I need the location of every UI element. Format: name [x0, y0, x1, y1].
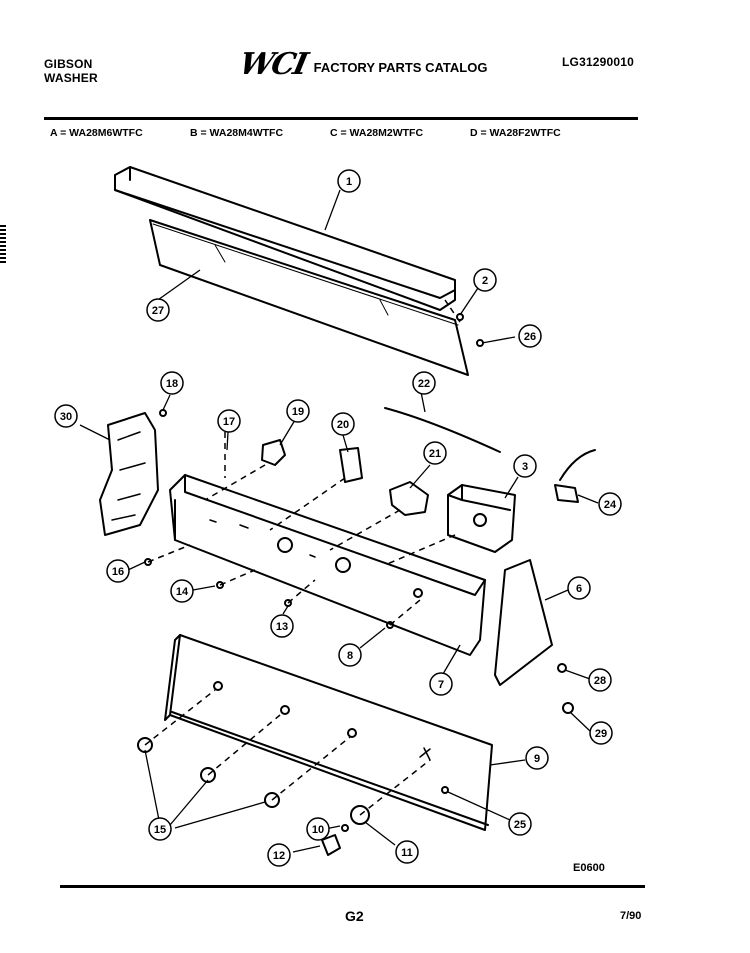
- callout-27: 27: [146, 298, 170, 322]
- callout-25-lower: 25: [508, 812, 532, 836]
- callout-16-label: 16: [112, 566, 124, 578]
- callout-6: 6: [567, 576, 591, 600]
- part-12-knob: [321, 834, 341, 856]
- callout-6-label: 6: [576, 583, 582, 595]
- part-9-front-panel: [164, 634, 493, 831]
- callout-14: 14: [170, 579, 194, 603]
- part-30-bracket: [99, 412, 159, 536]
- revision-date: 7/90: [620, 910, 642, 922]
- callout-11-label: 11: [401, 847, 413, 859]
- callout-8: 8: [338, 643, 362, 667]
- callout-9: 9: [525, 746, 549, 770]
- callout-1-label: 1: [346, 176, 352, 188]
- callout-30-label: 30: [60, 411, 72, 423]
- brand-name: GIBSON: [44, 57, 93, 71]
- callout-22: 22: [412, 371, 436, 395]
- callout-26: 26: [518, 324, 542, 348]
- part-20: [339, 447, 363, 483]
- callout-7-label: 7: [438, 679, 444, 691]
- callout-13-label: 13: [276, 621, 288, 633]
- callout-15: 15: [148, 817, 172, 841]
- part-14-screw: [216, 581, 224, 589]
- callout-3-label: 3: [522, 461, 528, 473]
- callout-21-label: 21: [429, 448, 441, 460]
- part-10-washer: [341, 824, 349, 832]
- footer-rule: [60, 885, 645, 888]
- part-24: [554, 449, 596, 503]
- part-11-knob: [350, 805, 370, 825]
- part-18-screw: [159, 409, 167, 417]
- callout-8-label: 8: [347, 650, 353, 662]
- callout-24: 24: [598, 492, 622, 516]
- callout-20-label: 20: [337, 419, 349, 431]
- callout-10-label: 10: [312, 824, 324, 836]
- callout-29-label: 29: [595, 728, 607, 740]
- callout-7: 7: [429, 672, 453, 696]
- callout-1: 1: [337, 169, 361, 193]
- product-type: WASHER: [44, 71, 98, 85]
- callout-21: 21: [423, 441, 447, 465]
- assembly-lines: [144, 299, 461, 816]
- callout-28: 28: [588, 668, 612, 692]
- callout-30: 30: [54, 404, 78, 428]
- callout-11: 11: [395, 840, 419, 864]
- callouts: 1 2 26 27 22 18 30 17 19 20 21 3 24 16 1…: [54, 169, 622, 867]
- model-d: D = WA28F2WTFC: [470, 127, 561, 139]
- callout-17-label: 17: [223, 416, 235, 428]
- model-a: A = WA28M6WTFC: [50, 127, 143, 139]
- part-22-wire: [384, 407, 501, 453]
- callout-15-label: 15: [154, 824, 166, 836]
- callout-9-label: 9: [534, 753, 540, 765]
- diagram-code: E0600: [573, 862, 605, 874]
- callout-19: 19: [286, 399, 310, 423]
- part-1-trim-cap: [114, 166, 456, 311]
- part-27-panel: [149, 219, 469, 376]
- callout-3: 3: [513, 454, 537, 478]
- catalog-title: FACTORY PARTS CATALOG: [313, 60, 488, 75]
- callout-2-label: 2: [482, 275, 488, 287]
- model-b: B = WA28M4WTFC: [190, 127, 284, 139]
- page-number: G2: [345, 908, 364, 924]
- model-c: C = WA28M2WTFC: [330, 127, 424, 139]
- callout-2: 2: [473, 268, 497, 292]
- callout-10: 10: [306, 817, 330, 841]
- part-3-timer: [447, 484, 516, 553]
- callout-24-label: 24: [604, 499, 617, 511]
- model-list: A = WA28M6WTFC B = WA28M4WTFC C = WA28M2…: [50, 127, 610, 139]
- header-rule: [44, 117, 638, 120]
- publication-number: LG31290010: [562, 55, 635, 69]
- part-19: [261, 439, 286, 466]
- part-25-screw: [441, 786, 449, 794]
- callout-29: 29: [589, 721, 613, 745]
- part-21: [389, 481, 429, 516]
- callout-17: 17: [217, 409, 241, 433]
- callout-12-label: 12: [273, 850, 285, 862]
- catalog-heading: WCI FACTORY PARTS CATALOG: [236, 47, 488, 82]
- callout-13: 13: [270, 614, 294, 638]
- callout-14-label: 14: [176, 586, 189, 598]
- scan-edge-mark: [0, 225, 6, 265]
- part-6-end-cap: [494, 559, 553, 686]
- callout-16: 16: [106, 559, 130, 583]
- callout-25-lower-label: 25: [514, 819, 526, 831]
- callout-22-label: 22: [418, 378, 430, 390]
- callout-28-label: 28: [594, 675, 606, 687]
- callout-20: 20: [331, 412, 355, 436]
- part-15-knob-b: [200, 767, 216, 783]
- part-28-screw: [557, 663, 567, 673]
- callout-12: 12: [267, 843, 291, 867]
- part-29-screw: [562, 702, 574, 714]
- brand-block: GIBSON WASHER: [44, 57, 98, 85]
- part-7-control-panel: [169, 474, 486, 656]
- leader-lines: [79, 189, 599, 853]
- callout-27-label: 27: [152, 305, 164, 317]
- callout-18: 18: [160, 371, 184, 395]
- callout-26-label: 26: [524, 331, 536, 343]
- part-8-screw: [386, 621, 394, 629]
- callout-19-label: 19: [292, 406, 304, 418]
- part-15-knob-c: [264, 792, 280, 808]
- callout-18-label: 18: [166, 378, 178, 390]
